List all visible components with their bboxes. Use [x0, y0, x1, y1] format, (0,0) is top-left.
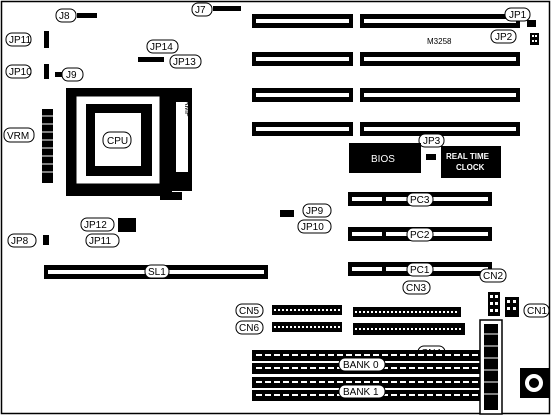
j7-header: J7: [191, 2, 241, 17]
pc1-slot: PC1: [348, 262, 492, 277]
memory-banks: BANK 0 BANK 1: [252, 350, 482, 401]
cn2-label: CN2: [483, 271, 503, 282]
jp12-jumper: JP12 JP11: [80, 217, 136, 248]
cn1-connector: CN1: [505, 297, 550, 318]
vrm-label: VRM: [7, 131, 29, 142]
jp3-label: JP3: [423, 136, 441, 147]
pc1-label: PC1: [410, 265, 430, 276]
jp8-jumper: JP8: [7, 233, 49, 248]
board-model-text: M3258: [427, 37, 452, 46]
cn3-connector: CN3: [353, 280, 461, 317]
j9-label: J9: [66, 70, 77, 81]
socket-brand-text: AMP: [183, 100, 192, 117]
jp1-jumper: JP1: [504, 7, 536, 27]
j10-header: JP10: [5, 64, 49, 79]
vrm-header: VRM: [3, 109, 53, 183]
sl1-label: SL1: [148, 267, 166, 278]
pc2-slot: PC2: [348, 227, 492, 242]
jp14-label: JP14: [150, 42, 173, 53]
cn1-label: CN1: [527, 306, 547, 317]
j11-label: JP11: [9, 35, 31, 46]
jp1-label: JP1: [509, 10, 527, 21]
rtc-label-1: REAL TIME: [446, 152, 490, 161]
cn6-label: CN6: [239, 323, 259, 334]
pc3-label: PC3: [410, 195, 430, 206]
jp3-jumper: JP3: [418, 133, 445, 160]
pc3-slot: PC3: [348, 192, 492, 207]
bios-label: BIOS: [371, 154, 395, 165]
rtc-chip: REAL TIME CLOCK: [441, 146, 501, 178]
cn3-label: CN3: [406, 283, 426, 294]
jp14-jumper: JP14: [146, 39, 179, 54]
j8-header: J8: [55, 8, 97, 23]
jp13-label: JP13: [173, 57, 196, 68]
jp8-label: JP8: [11, 236, 29, 247]
j8-label: J8: [59, 11, 70, 22]
pc2-label: PC2: [410, 230, 430, 241]
sl1-slot: SL1: [44, 264, 268, 279]
jp10-label: JP10: [301, 222, 324, 233]
cpu-socket: CPU AMP: [66, 88, 192, 200]
j11-header: JP11: [5, 31, 49, 48]
bios-chip: BIOS: [349, 143, 421, 173]
cn2-connector: CN2: [479, 268, 507, 316]
keyboard-connector: [520, 368, 549, 398]
jp9-label: JP9: [306, 206, 324, 217]
j7-label: J7: [195, 5, 206, 16]
power-connector-strip: [479, 319, 503, 415]
cn5-label: CN5: [239, 306, 259, 317]
jp12-label: JP12: [84, 220, 107, 231]
j9-header: J9: [55, 67, 84, 82]
cpu-label: CPU: [107, 136, 128, 147]
cn6-connector: CN6: [235, 320, 342, 335]
j10-label: JP10: [9, 67, 32, 78]
rtc-label-2: CLOCK: [456, 163, 485, 172]
jp2-label: JP2: [495, 32, 513, 43]
jp13-jumper: JP13: [138, 54, 202, 69]
bank0-label: BANK 0: [343, 360, 379, 371]
jp9-jumper: JP9 JP10: [280, 203, 332, 234]
jp11-label: JP11: [89, 236, 111, 247]
cn5-connector: CN5: [235, 303, 342, 318]
jp2-jumper: JP2: [490, 29, 539, 45]
isa-slots: [252, 14, 520, 136]
bank1-label: BANK 1: [343, 387, 379, 398]
